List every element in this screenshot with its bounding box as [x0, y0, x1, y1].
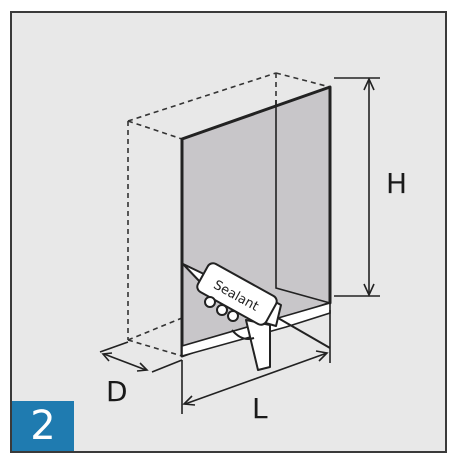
depth-label: D: [106, 375, 128, 408]
caulking-gun-icon: [182, 262, 331, 371]
step-number-badge: 2: [12, 401, 74, 451]
length-dimension-line: [181, 310, 331, 414]
depth-dimension-line: [99, 341, 183, 373]
length-label: L: [252, 392, 268, 425]
height-label: H: [386, 167, 408, 200]
height-dimension-line: [334, 77, 380, 297]
cabinet-inner-edge: [275, 100, 331, 304]
